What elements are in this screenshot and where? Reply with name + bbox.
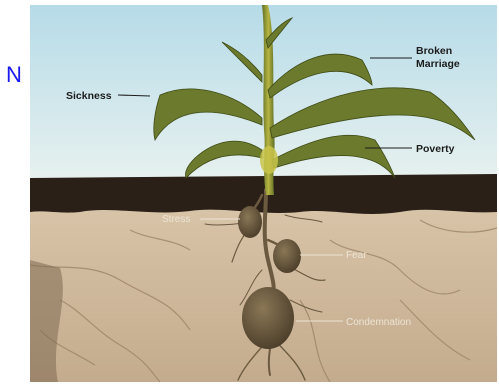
condemnation-bulb bbox=[242, 287, 294, 349]
stress-bulb bbox=[238, 206, 262, 238]
fear-bulb bbox=[273, 239, 301, 273]
label-fear: Fear bbox=[346, 250, 367, 261]
label-sickness: Sickness bbox=[66, 90, 112, 102]
label-broken-marriage-line1: Broken bbox=[416, 45, 452, 57]
side-letter: N bbox=[6, 64, 22, 86]
label-poverty: Poverty bbox=[416, 143, 455, 155]
label-condemnation: Condemnation bbox=[346, 317, 411, 328]
label-stress: Stress bbox=[162, 214, 190, 225]
label-broken-marriage-line2: Marriage bbox=[416, 58, 460, 70]
stem-node bbox=[260, 146, 278, 174]
